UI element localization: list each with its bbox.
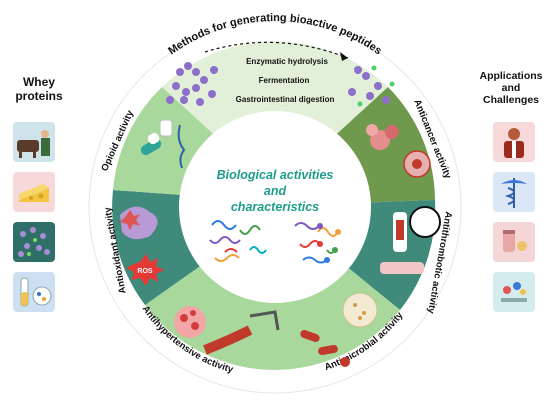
test-tube-icon	[13, 272, 55, 312]
method-1: Enzymatic hydrolysis	[246, 57, 328, 66]
caduceus-icon	[493, 172, 535, 212]
applications-title-line3: Challenges	[482, 94, 540, 107]
applications-title-line2: and	[501, 82, 521, 95]
blood-vessel-clot-icon	[393, 212, 407, 252]
blood-cells-icon	[174, 306, 206, 338]
tumor-cell-icon	[366, 124, 431, 178]
peptide-chain-icon	[166, 62, 218, 106]
blood-pressure-cuff-icon	[249, 310, 280, 331]
vessel-section-icon	[380, 262, 424, 274]
whey-proteins-title: Whey proteins	[4, 75, 74, 104]
center-circle	[179, 111, 371, 303]
peptide-squiggles-left-icon	[209, 220, 267, 262]
peptide-fragments-icon	[348, 65, 395, 107]
center-title-line1: Biological activities	[217, 168, 334, 182]
applications-title: Applications and Challenges	[474, 70, 548, 106]
ros-burst-icon	[126, 254, 164, 286]
method-2: Fermentation	[259, 76, 310, 85]
peptide-network-icon	[13, 222, 55, 262]
ros-label: ROS	[137, 268, 153, 275]
center-title-line3: characteristics	[231, 200, 319, 214]
process-arrowhead	[340, 52, 348, 61]
cow-farmer-icon	[13, 122, 55, 162]
whey-title-line1: Whey	[22, 75, 55, 89]
clot-zoom-icon	[409, 206, 441, 238]
neuron-icon	[177, 124, 186, 169]
pill-capsule-icon	[140, 119, 173, 155]
petri-dish-icon	[342, 292, 378, 328]
artery-icon	[203, 325, 253, 355]
cheese-icon	[13, 172, 55, 212]
doctor-icon	[493, 122, 535, 162]
whey-title-line2: proteins	[15, 88, 63, 103]
method-3: Gastrointestinal digestion	[236, 95, 335, 104]
supplement-icon	[493, 222, 535, 262]
applications-title-line1: Applications	[479, 70, 543, 82]
segment-methods	[162, 41, 388, 142]
bacteria-icon	[300, 329, 350, 367]
center-title-line2: and	[264, 184, 287, 198]
lab-sample-icon	[493, 272, 535, 312]
cell-damage-icon	[120, 206, 158, 240]
peptide-squiggles-right-icon	[294, 222, 339, 264]
process-arrow	[204, 41, 349, 59]
peptide-ends-icon	[317, 223, 341, 263]
